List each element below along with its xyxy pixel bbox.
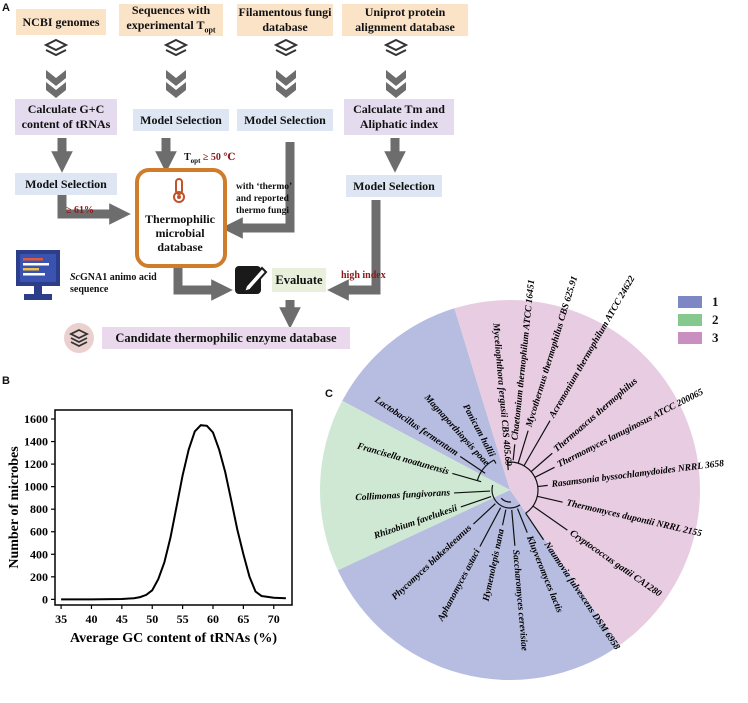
x-axis-label: Average GC content of tRNAs (%) bbox=[70, 631, 277, 646]
y-tick-label: 1000 bbox=[24, 480, 48, 494]
tree-branch bbox=[534, 466, 555, 478]
thermometer-icon bbox=[173, 178, 185, 203]
tree-branch bbox=[516, 508, 528, 533]
panel-b-label: B bbox=[2, 375, 10, 387]
x-tick-label: 60 bbox=[207, 612, 219, 626]
x-tick-label: 70 bbox=[268, 612, 280, 626]
tree-arc bbox=[476, 459, 495, 481]
plot-frame bbox=[54, 409, 293, 606]
y-tick-label: 800 bbox=[30, 502, 48, 516]
tree-branch bbox=[493, 459, 497, 464]
tree-branch bbox=[537, 484, 548, 488]
tree-branch bbox=[460, 495, 492, 508]
gc-distribution-line bbox=[61, 424, 286, 601]
gc-condition: ≥ 61% bbox=[66, 205, 94, 216]
taxon-label: Collimonas fungivorans bbox=[355, 488, 450, 503]
y-axis-label: Number of microbes bbox=[7, 446, 22, 569]
tree-branch bbox=[530, 452, 553, 473]
tree-branch bbox=[452, 472, 482, 483]
x-tick-label: 55 bbox=[177, 612, 189, 626]
clade-3-sector bbox=[454, 300, 700, 646]
calculate-tm-box: Calculate Tm and Aliphatic index bbox=[344, 99, 454, 135]
legend-swatch-1 bbox=[678, 296, 702, 308]
y-tick-label: 1200 bbox=[24, 457, 48, 471]
thermophilic-database-label: Thermophilic microbial database bbox=[144, 212, 215, 254]
source-uniprot-alignment: Uniprot protein alignment database bbox=[342, 4, 468, 36]
high-index-label: high index bbox=[341, 270, 386, 281]
clade-1-sector bbox=[342, 308, 510, 490]
x-tick-label: 35 bbox=[55, 612, 67, 626]
source-filamentous-fungi: Filamentous fungi database bbox=[237, 4, 333, 36]
y-tick-label: 1600 bbox=[24, 412, 48, 426]
legend: 1 2 3 bbox=[678, 293, 719, 347]
tree-branch bbox=[501, 509, 507, 526]
tree-branch bbox=[512, 444, 516, 461]
layers-icon-candidate bbox=[68, 328, 90, 348]
legend-label-1: 1 bbox=[712, 294, 719, 309]
tree-branch bbox=[517, 430, 529, 464]
tree-branch bbox=[511, 509, 516, 546]
tree-branch bbox=[537, 495, 563, 503]
x-tick-label: 50 bbox=[146, 612, 158, 626]
tree-arc bbox=[507, 461, 539, 514]
clade-2-sector bbox=[320, 400, 510, 571]
source-experimental-topt: Sequences with experimental Topt bbox=[119, 3, 223, 36]
x-tick-label: 40 bbox=[85, 612, 97, 626]
tree-arc bbox=[500, 497, 512, 503]
layers-icon-1 bbox=[43, 38, 69, 57]
layers-icon-3 bbox=[273, 38, 299, 57]
y-tick-label: 400 bbox=[30, 547, 48, 561]
legend-item-1: 1 bbox=[678, 293, 719, 311]
phylogenetic-tree: Myceliophthora fergusii CBS 405.69Chaeto… bbox=[320, 274, 725, 680]
legend-label-2: 2 bbox=[712, 312, 719, 327]
tree-branch bbox=[506, 460, 509, 471]
legend-swatch-2 bbox=[678, 314, 702, 326]
legend-label-3: 3 bbox=[712, 330, 719, 345]
tree-branch bbox=[479, 507, 502, 547]
computer-icon bbox=[16, 250, 60, 300]
y-tick-label: 600 bbox=[30, 525, 48, 539]
clade-1-sector bbox=[337, 490, 619, 680]
x-tick-label: 45 bbox=[116, 612, 128, 626]
candidate-database-box: Candidate thermophilic enzyme database bbox=[102, 327, 350, 349]
topt-condition: Topt ≥ 50 ℃ bbox=[184, 152, 236, 165]
y-tick-label: 200 bbox=[30, 570, 48, 584]
x-tick-label: 65 bbox=[237, 612, 249, 626]
edit-icon bbox=[235, 266, 268, 294]
calculate-gc-box: Calculate G+C content of tRNAs bbox=[15, 99, 117, 135]
tree-branch bbox=[459, 455, 486, 474]
gc-distribution-chart: 0 200 400 600 800 1000 1200 1400 1600 35 40 45 50 55 6… bbox=[7, 409, 293, 646]
y-tick-label: 1400 bbox=[24, 435, 48, 449]
tree-arc bbox=[491, 484, 521, 509]
model-selection-box-3: Model Selection bbox=[237, 109, 333, 131]
tree-branch bbox=[473, 503, 496, 525]
legend-swatch-3 bbox=[678, 332, 702, 344]
panel-c-label: C bbox=[325, 388, 333, 400]
tree-branch bbox=[523, 420, 551, 467]
legend-item-3: 3 bbox=[678, 329, 719, 347]
panel-a-label: A bbox=[2, 2, 10, 14]
model-selection-box-4: Model Selection bbox=[346, 175, 442, 197]
thermo-note: with ‘thermo’ and reported thermo fungi bbox=[236, 182, 292, 216]
model-selection-box-2: Model Selection bbox=[133, 109, 229, 131]
layers-icon-2 bbox=[163, 38, 189, 57]
tree-branch bbox=[454, 490, 491, 494]
model-selection-box-1: Model Selection bbox=[15, 173, 117, 195]
tree-branches bbox=[452, 420, 568, 547]
legend-item-2: 2 bbox=[678, 311, 719, 329]
panel-a-arrows bbox=[43, 38, 409, 329]
y-tick-label: 0 bbox=[42, 592, 48, 606]
tree-branch bbox=[525, 512, 545, 541]
scgna1-sequence-note: ScGNA1 animo acid sequence bbox=[70, 272, 157, 295]
tree-branch bbox=[532, 505, 568, 531]
source-ncbi-genomes: NCBI genomes bbox=[16, 9, 106, 35]
layers-icon-4 bbox=[383, 38, 409, 57]
evaluate-box: Evaluate bbox=[272, 268, 326, 292]
